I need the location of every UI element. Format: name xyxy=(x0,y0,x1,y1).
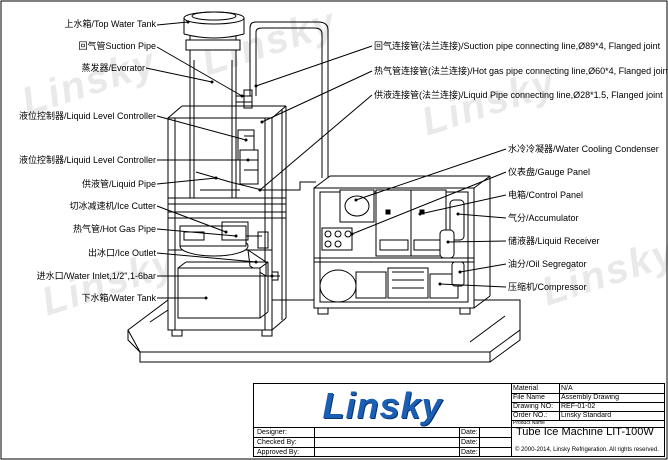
file-name-label: File Name xyxy=(513,394,545,401)
copyright-text: 2000-2014, Linsky Refrigeration. All rig… xyxy=(521,447,659,453)
label-ice-outlet: 出冰口/Ice Outlet xyxy=(87,248,156,258)
label-evorator: 蒸发器/Evorator xyxy=(81,63,145,73)
logo: Linsky xyxy=(254,384,511,427)
drawing-no-label: Drawing NO: xyxy=(513,403,554,410)
label-accumulator: 气分/Accumulator xyxy=(508,213,579,223)
date-label-3: Date: xyxy=(461,449,478,456)
copyright: © 2000-2014, Linsky Refrigeration. All r… xyxy=(515,446,659,454)
label-water-cooling-condenser: 水冷冷凝器/Water Cooling Condenser xyxy=(508,144,659,154)
label-liquid-level-controller-1: 液位控制器/Liquid Level Controller xyxy=(18,111,156,121)
material-label: Material xyxy=(513,385,538,392)
approved-by-label: Approved By: xyxy=(257,449,300,456)
label-water-inlet: 进水口/Water Inlet,1/2",1-6bar xyxy=(36,271,156,281)
designer-label: Designer: xyxy=(257,429,287,436)
date-label-1: Date: xyxy=(461,429,478,436)
material-value: N/A xyxy=(561,385,573,392)
logo-text: Linsky xyxy=(322,385,443,426)
label-liquid-pipe: 供液管/Liquid Pipe xyxy=(81,179,156,189)
label-suction-pipe: 回气管Suction Pipe xyxy=(78,41,156,51)
label-liquid-receiver: 储液器/Liquid Receiver xyxy=(508,236,600,246)
checked-by-label: Checked By: xyxy=(257,439,297,446)
label-ice-cutter: 切冰减速机/Ice Cutter xyxy=(69,201,156,211)
label-gauge-panel: 仪表盘/Gauge Panel xyxy=(508,167,591,177)
copyright-icon: © xyxy=(515,447,520,453)
product-name-label: Product Name xyxy=(513,420,545,426)
label-liquid-pipe-line: 供液连接管(法兰连接)/Liquid Pipe connecting line,… xyxy=(374,90,663,100)
order-no-value: Linsky Standard xyxy=(561,412,612,419)
label-top-water-tank: 上水箱/Top Water Tank xyxy=(64,19,156,29)
product-name-value: Tube Ice Machine LIT-100W xyxy=(516,426,654,438)
label-hot-gas-pipe: 热气管/Hot Gas Pipe xyxy=(72,224,156,234)
label-oil-segregator: 油分/Oil Segregator xyxy=(508,259,587,269)
label-water-tank: 下水箱/Water Tank xyxy=(81,293,156,303)
label-hot-gas-line: 热气管连接管(法兰连接)/Hot gas pipe connecting lin… xyxy=(374,66,668,76)
label-liquid-level-controller-2: 液位控制器/Liquid Level Controller xyxy=(18,155,156,165)
title-block: Linsky Material N/A File Name Assembly D… xyxy=(253,383,665,457)
file-name-value: Assembly Drawing xyxy=(561,394,619,401)
label-compressor: 压缩机/Compressor xyxy=(508,282,587,292)
label-control-panel: 电箱/Control Panel xyxy=(508,190,584,200)
label-suction-pipe-line: 回气连接管(法兰连接)/Suction pipe connecting line… xyxy=(374,41,661,51)
order-no-label: Order NO.: xyxy=(513,412,548,419)
date-label-2: Date: xyxy=(461,439,478,446)
drawing-no-value: REF-01-02 xyxy=(561,403,596,410)
